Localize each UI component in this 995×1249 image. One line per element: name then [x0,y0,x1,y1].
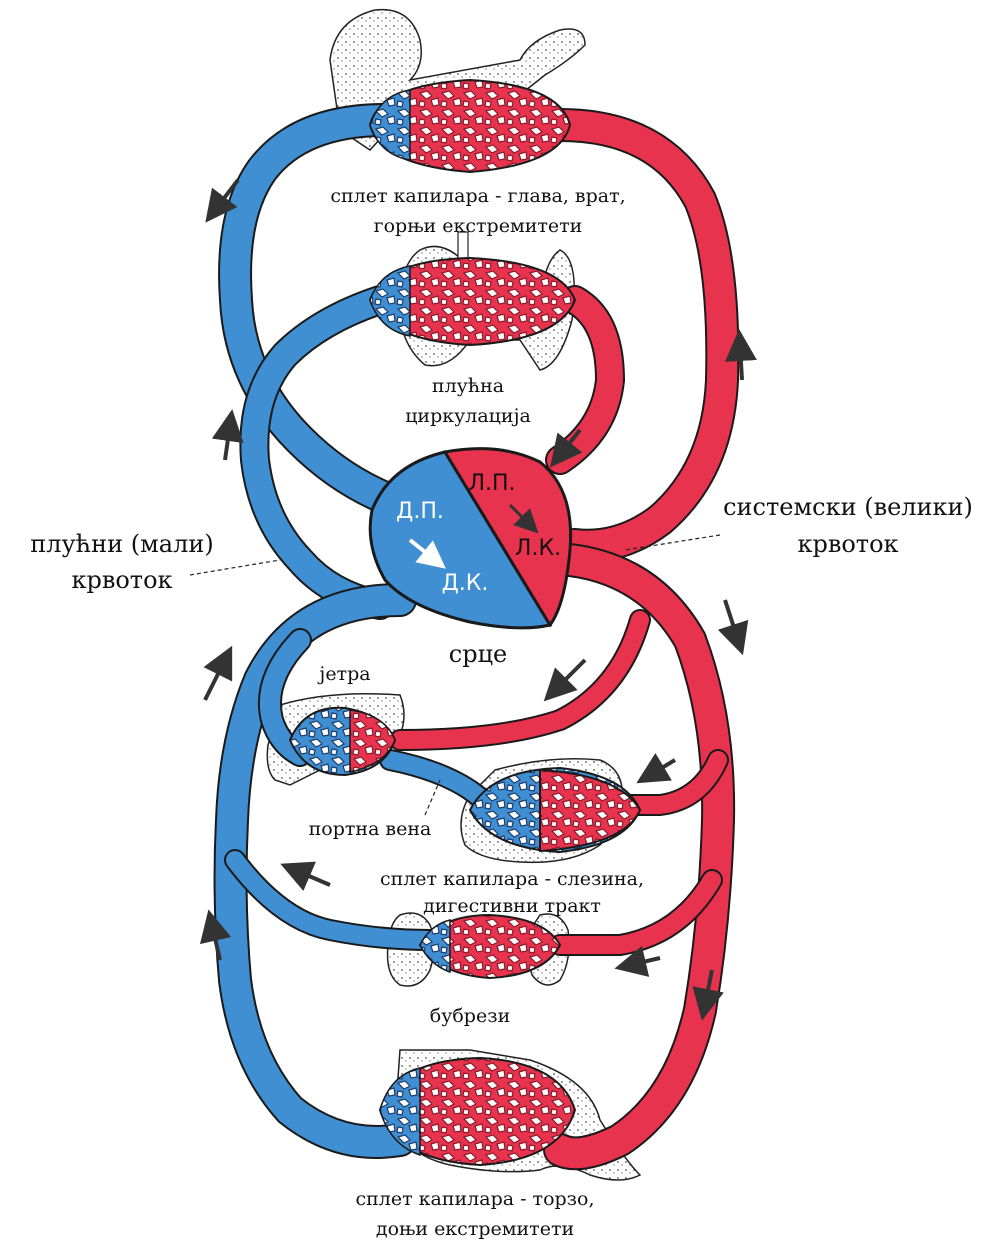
heart-right-side [368,450,553,630]
capillary-beds [288,78,642,1167]
head-capillary-bed [368,78,572,174]
flow-arrow-5 [724,329,757,381]
liver-capillary-bed-arterial [349,709,396,773]
left-heart-flow-arrow [508,503,539,534]
gut-capillary-bed-arterial [539,768,642,853]
leader-lines [189,534,721,816]
head-capillaries-label-1: сплет капилара - глава, врат, [330,185,625,207]
left-atrium-label: Л.П. [468,471,515,496]
spleen-capillaries-label-1: сплет капилара - слезина, [380,868,644,890]
kidney-capillary-bed-venous [419,919,451,974]
flow-arrow-4 [199,909,232,961]
systemic-leader [624,534,721,551]
right-atrium-label: Д.П. [396,499,444,524]
systemic-circuit-label-2: крвоток [797,530,898,558]
pulmonary-leader [189,559,281,576]
flow-arrow-7 [692,969,724,1021]
systemic-circuit-label-1: системски (велики) [723,493,973,521]
pulmonary-circuit-label-1: плућни (мали) [30,530,213,558]
flow-arrow-2 [211,409,244,461]
flow-arrow-3 [203,645,233,701]
lung-capillary-bed [368,256,577,347]
right-heart-flow-arrow [408,538,446,569]
left-ventricle-label: Л.К. [515,536,561,561]
heart-label: срце [449,640,507,668]
flow-arrow-10 [614,945,661,977]
portal-leader [424,779,441,816]
torso-capillaries-label-2: доњи екстремитети [376,1218,574,1240]
flow-arrow-8 [543,658,587,702]
flow-arrow-12 [550,428,583,468]
heart-left-side [442,447,573,628]
flow-arrow-11 [280,861,331,892]
arterial-vessels [389,108,740,1171]
flow-arrow-6 [717,599,749,656]
lung-capillary-bed-venous [369,265,411,337]
portal-vein-label: портна вена [309,818,432,840]
torso-capillaries-label-1: сплет капилара - торзо, [355,1188,594,1210]
kidney-capillary-bed [418,913,562,980]
pulmonary-label-1: плућна [432,375,504,397]
pulmonary-circuit-label-2: крвоток [71,566,172,594]
right-ventricle-label: Д.К. [442,571,489,596]
flow-arrows [199,178,757,1021]
liver-label: јетра [317,663,370,685]
kidneys-label: бубрези [430,1005,511,1027]
pulmonary-label-2: циркулација [405,405,531,427]
flow-arrow-9 [636,753,677,784]
head-capillaries-label-2: горњи екстремитети [374,215,583,237]
venous-vessels [213,103,531,1159]
torso-capillary-bed-venous [379,1067,421,1157]
flow-arrow-1 [205,178,240,223]
text-labels: сплет капилара - глава, врат, горњи екст… [30,185,973,1240]
heart [368,447,573,630]
torso-capillary-bed [378,1056,577,1167]
spleen-capillaries-label-2: дигестивни тракт [423,895,601,917]
head-capillary-bed-venous [369,89,411,161]
